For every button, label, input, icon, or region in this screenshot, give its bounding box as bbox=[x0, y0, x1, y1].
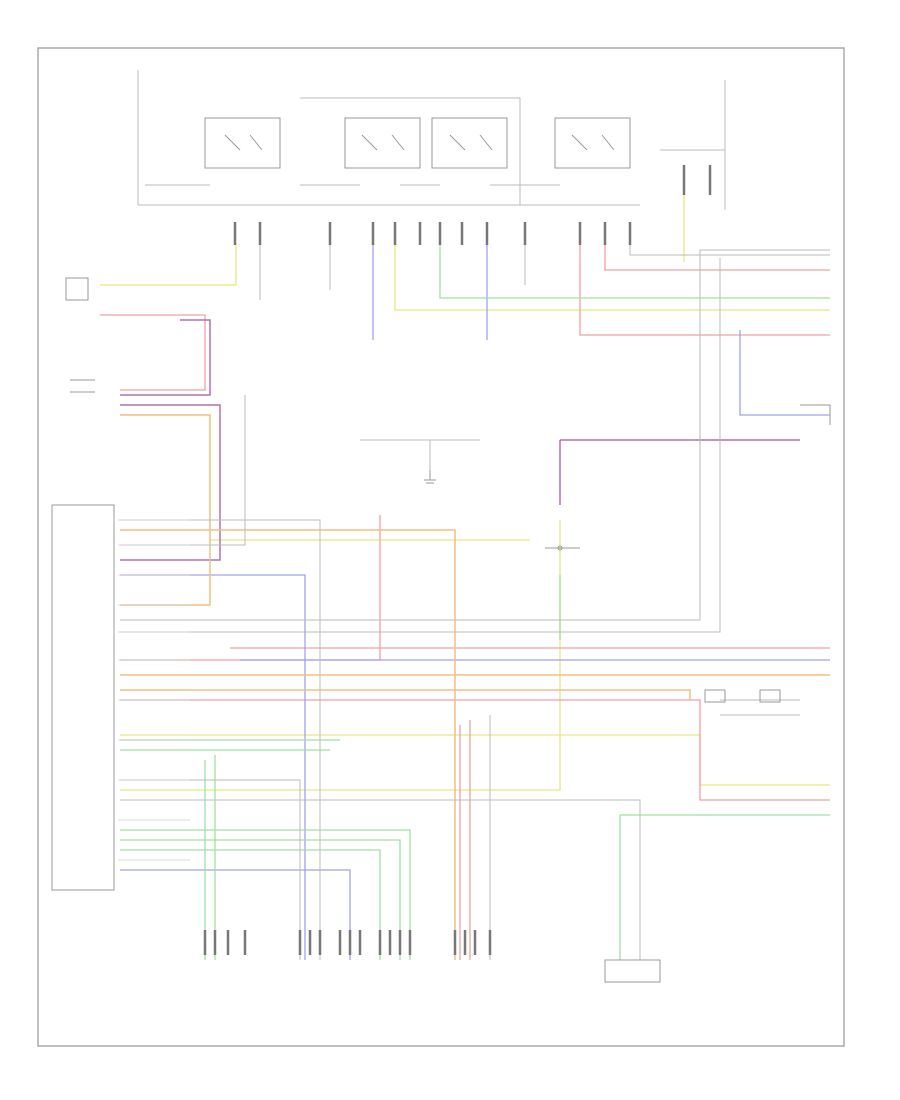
bottom-connector-left bbox=[203, 930, 247, 955]
relay-main bbox=[204, 117, 281, 169]
sensor-top-left bbox=[65, 277, 89, 301]
sensor-left-mid bbox=[70, 379, 95, 393]
wire-green-set bbox=[120, 245, 830, 960]
relay-fuel-pump bbox=[344, 117, 421, 169]
relay-connectors bbox=[233, 165, 712, 245]
sensor-right-mid bbox=[800, 404, 831, 425]
switch-mid-right bbox=[545, 545, 580, 551]
wire-red-set bbox=[100, 245, 830, 960]
wire-blue-set bbox=[120, 245, 830, 960]
wire-orange-set bbox=[120, 414, 830, 960]
ground-center bbox=[424, 470, 436, 484]
wire-gray-set bbox=[120, 245, 830, 960]
top-power-bus bbox=[137, 70, 726, 210]
bottom-component-far-right bbox=[604, 959, 661, 983]
sensor-far-right bbox=[704, 689, 781, 703]
bottom-connector-mid bbox=[298, 930, 412, 955]
bottom-connector-right bbox=[453, 930, 492, 955]
diagram-frame bbox=[37, 47, 845, 1047]
relay-compressor bbox=[431, 117, 508, 169]
ecm-block bbox=[51, 504, 115, 891]
wire-purple-set bbox=[120, 319, 800, 561]
relay-ac bbox=[554, 117, 631, 169]
ecm-pin-ticks bbox=[118, 519, 190, 861]
